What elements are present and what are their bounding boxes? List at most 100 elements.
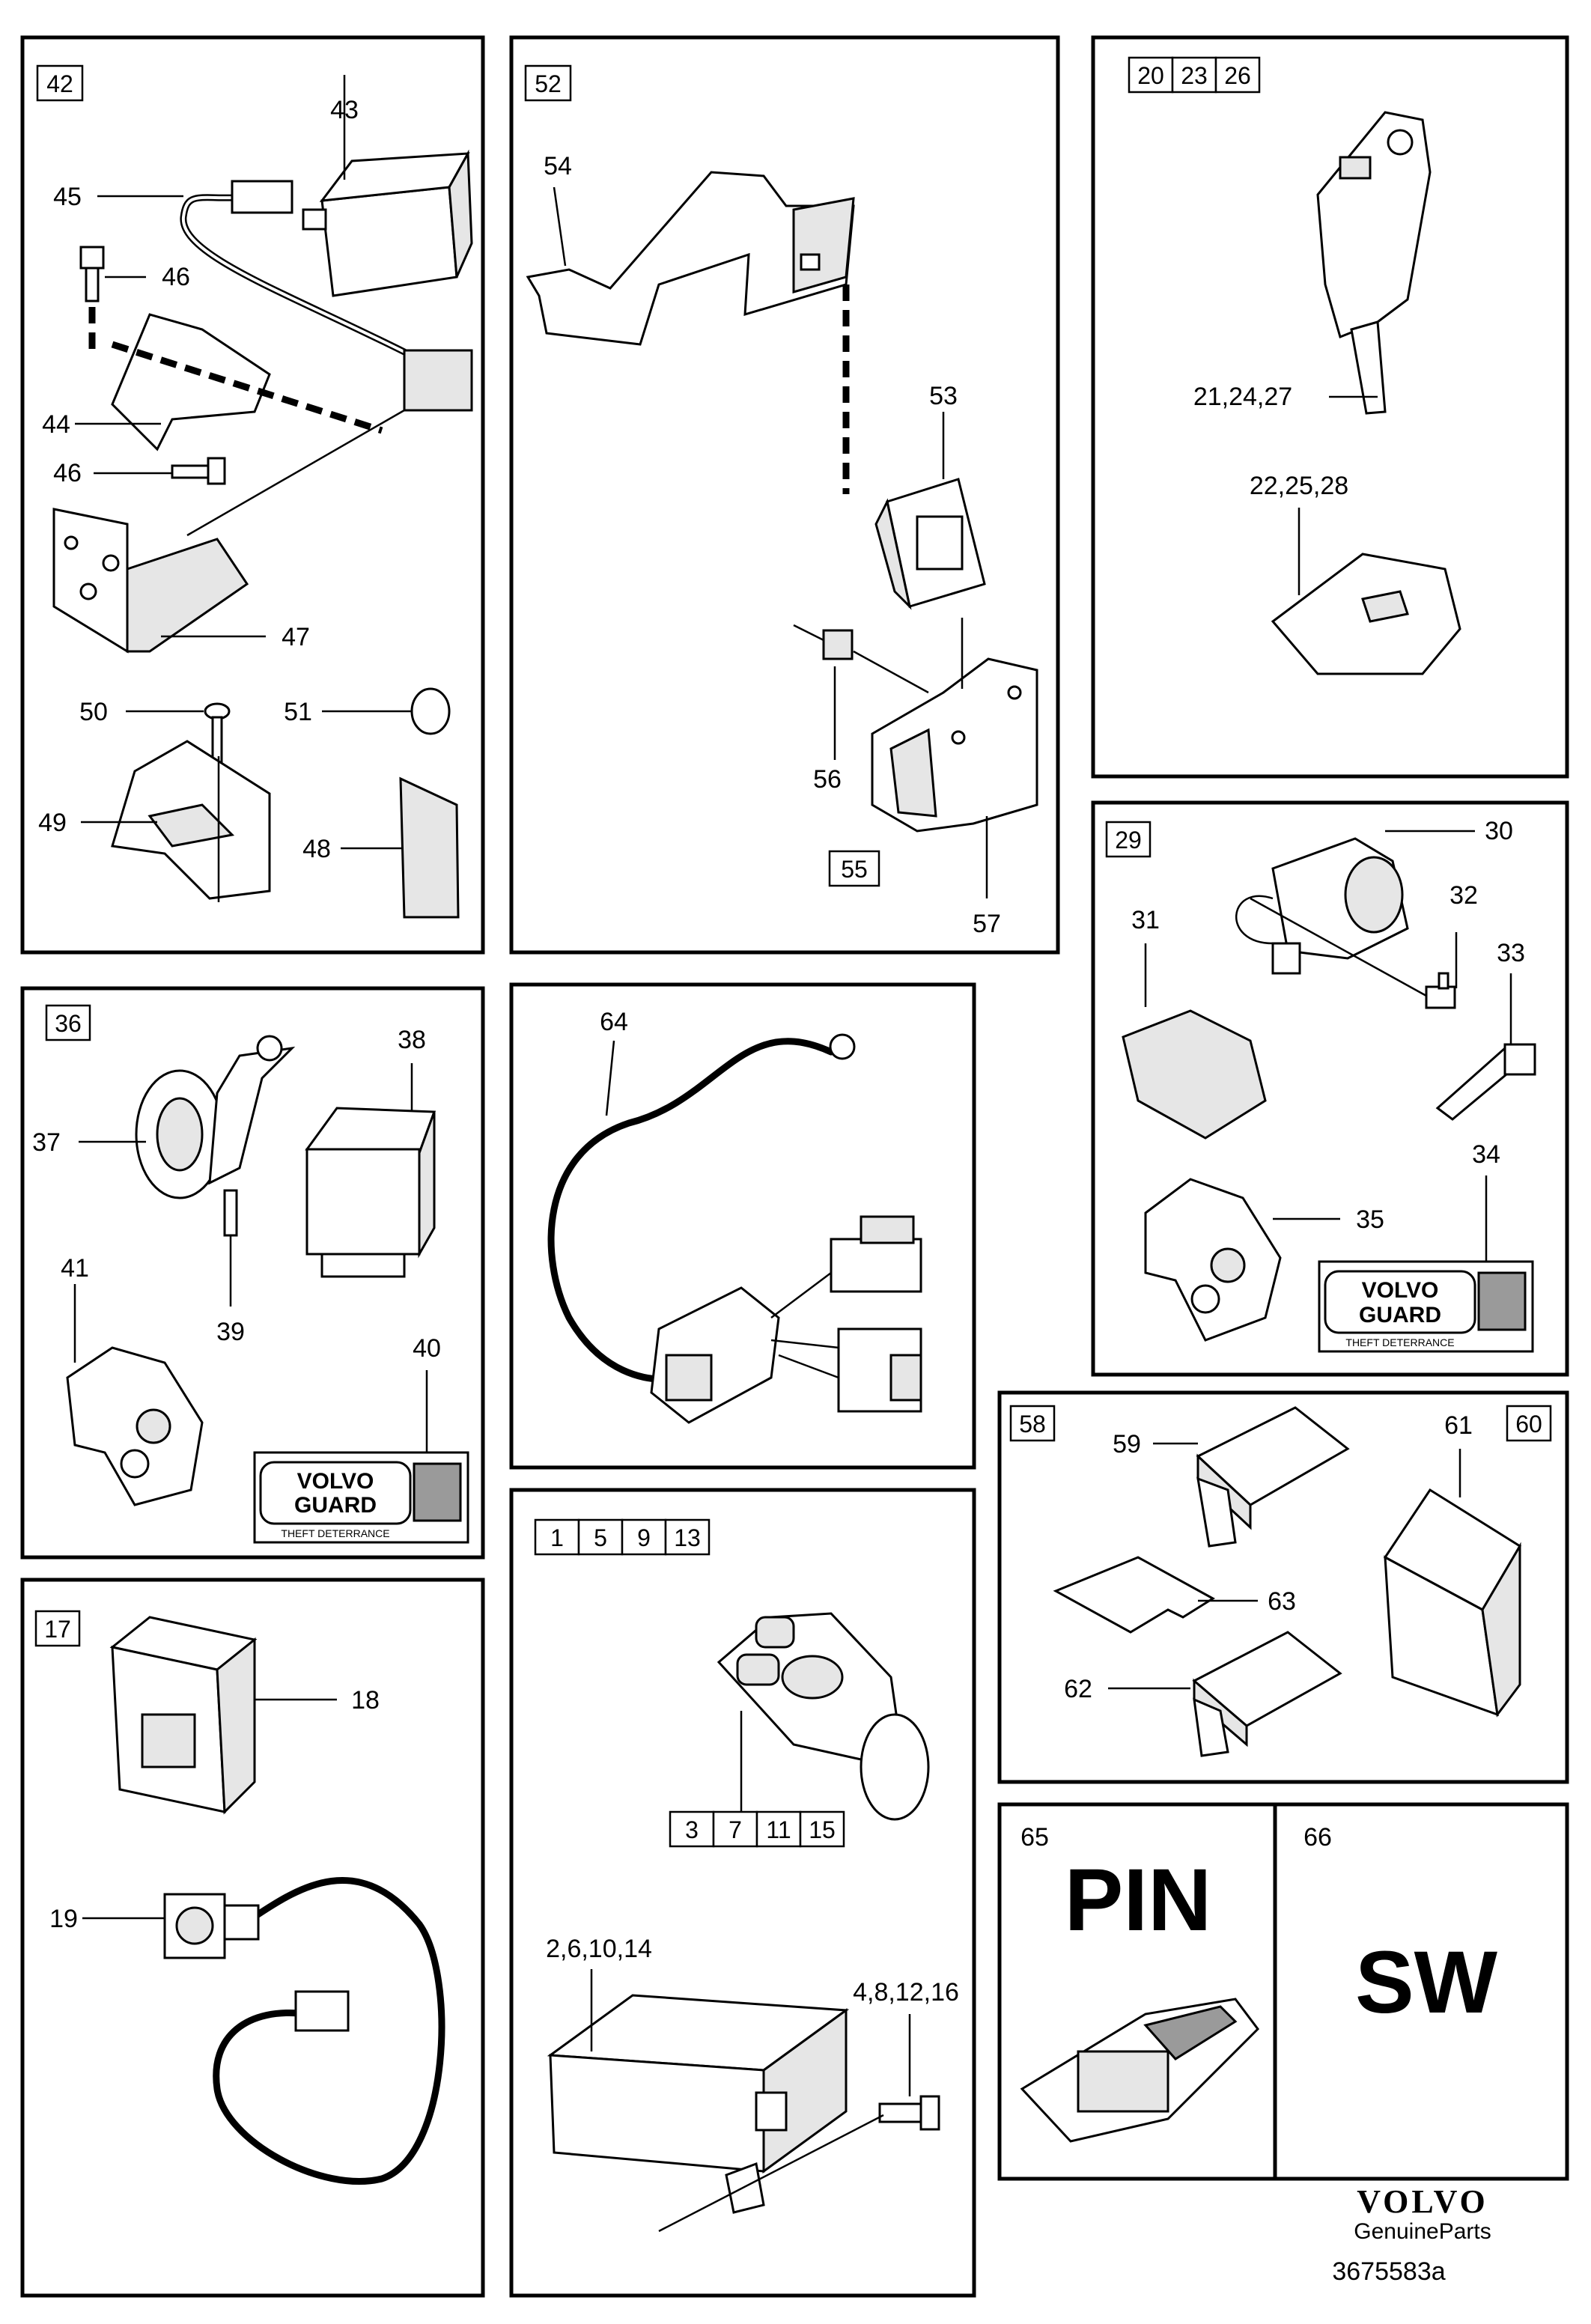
- label-48: 48: [302, 835, 331, 863]
- sensor-19: [163, 1893, 260, 1959]
- box-23: 23: [1181, 62, 1208, 89]
- label-40: 40: [413, 1334, 441, 1363]
- box-5: 5: [594, 1524, 607, 1551]
- label-50: 50: [79, 698, 108, 726]
- box-7: 7: [728, 1816, 742, 1843]
- label-41: 41: [61, 1254, 89, 1283]
- label-61: 61: [1444, 1411, 1473, 1440]
- panel-52: 52 54 53 56 57 55: [509, 35, 1060, 955]
- panel-17-number: 17: [44, 1616, 71, 1643]
- panel-42-number: 42: [46, 70, 73, 97]
- box-55: 55: [841, 856, 868, 883]
- label-66: 66: [1303, 1823, 1332, 1852]
- connector-45: [231, 180, 293, 214]
- box-1: 1: [550, 1524, 564, 1551]
- label-46a: 46: [162, 263, 190, 291]
- box-13: 13: [674, 1524, 701, 1551]
- bolt-4-8: [878, 2095, 940, 2131]
- label-45: 45: [53, 183, 82, 211]
- sticker-40-line3: THEFT DETERRANCE: [281, 1527, 389, 1539]
- pin-text: PIN: [1065, 1851, 1212, 1950]
- bolt-32: [1425, 972, 1456, 1009]
- box-20: 20: [1137, 62, 1164, 89]
- panel-17: 17 18 19: [20, 1578, 485, 2298]
- label-39: 39: [216, 1318, 245, 1346]
- box-9: 9: [637, 1524, 651, 1551]
- clip-51: [410, 687, 451, 735]
- label-22-25-28: 22,25,28: [1250, 472, 1348, 500]
- sticker-34-line1: VOLVO: [1362, 1278, 1439, 1303]
- label-65: 65: [1020, 1823, 1049, 1852]
- sticker-34-line2: GUARD: [1359, 1303, 1441, 1327]
- key-blank-21: [1316, 111, 1432, 415]
- hood-lock-41: [66, 1346, 204, 1506]
- label-30: 30: [1485, 817, 1513, 845]
- label-46b: 46: [53, 459, 82, 487]
- label-62: 62: [1064, 1675, 1092, 1703]
- label-47: 47: [282, 623, 310, 651]
- cover-31: [1122, 1009, 1267, 1140]
- label-18: 18: [351, 1686, 380, 1715]
- key-cover-22: [1271, 553, 1461, 675]
- pad-63: [1053, 1556, 1215, 1634]
- panel-58: 58 60 59 63 62 61: [997, 1390, 1569, 1784]
- connector-64-lower: [837, 1327, 922, 1413]
- bolt-part-2: [171, 457, 226, 485]
- box-11: 11: [766, 1816, 791, 1843]
- label-63: 63: [1268, 1587, 1296, 1616]
- box-58: 58: [1019, 1411, 1046, 1438]
- label-34: 34: [1472, 1140, 1500, 1169]
- panel-65-66: 65 PIN 66 SW: [997, 1802, 1569, 2181]
- label-2-6-10-14: 2,6,10,14: [546, 1935, 652, 1963]
- sticker-40-line1: VOLVO: [297, 1469, 374, 1494]
- sticker-34: VOLVO GUARD THEFT DETERRANCE: [1318, 1260, 1534, 1353]
- label-35: 35: [1356, 1205, 1384, 1234]
- hood-lock-35: [1144, 1178, 1282, 1342]
- sticker-40-line2: GUARD: [294, 1493, 377, 1518]
- genuine-parts-text: GenuineParts: [1354, 2219, 1491, 2244]
- horn-37: [135, 1035, 296, 1237]
- diagram-code: 3675583a: [1332, 2257, 1445, 2286]
- label-33: 33: [1497, 939, 1525, 967]
- remote-key-fob: [717, 1612, 930, 1821]
- panel-42: 42 43 45 46 44: [20, 35, 485, 955]
- sw-text: SW: [1355, 1933, 1498, 2032]
- panel-29-number: 29: [1115, 827, 1142, 854]
- siren-30: [1235, 837, 1409, 975]
- relay-part: [302, 75, 473, 297]
- label-43: 43: [330, 96, 359, 124]
- label-32: 32: [1449, 881, 1478, 910]
- panel-1: 1 5 9 13 3 7 11 15 2,6,10,14: [509, 1488, 976, 2298]
- rivet-33: [1435, 1043, 1536, 1121]
- box-60: 60: [1515, 1411, 1542, 1438]
- label-59: 59: [1113, 1430, 1141, 1458]
- box-15: 15: [809, 1816, 836, 1843]
- module-53: [874, 478, 986, 610]
- panel-64: 64: [509, 982, 976, 1470]
- label-4-8-12-16: 4,8,12,16: [853, 1978, 959, 2007]
- panel-52-number: 52: [535, 70, 562, 97]
- label-31: 31: [1131, 906, 1160, 934]
- nut-56: [822, 629, 854, 660]
- label-19: 19: [49, 1905, 78, 1933]
- pad-48: [399, 776, 460, 919]
- bolt-part: [79, 246, 105, 302]
- label-21-24-27: 21,24,27: [1193, 383, 1292, 411]
- cover-61: [1383, 1488, 1522, 1718]
- connector-64-main: [650, 1286, 780, 1424]
- connector-19: [294, 1990, 350, 2032]
- label-37: 37: [32, 1128, 61, 1157]
- panel-20: 20 23 26 21,24,27 22,25,28: [1091, 35, 1569, 779]
- box-3: 3: [685, 1816, 699, 1843]
- receiver-unit: [547, 1994, 850, 2214]
- control-unit-18: [109, 1616, 258, 1815]
- diagnostic-tool: [1020, 1998, 1259, 2143]
- label-49: 49: [38, 809, 67, 837]
- label-44: 44: [42, 410, 70, 439]
- sticker-40: VOLVO GUARD THEFT DETERRANCE: [253, 1451, 469, 1544]
- label-38: 38: [398, 1026, 426, 1054]
- label-56: 56: [813, 765, 842, 794]
- screw-part: [204, 702, 231, 764]
- connector-64-upper: [830, 1215, 922, 1293]
